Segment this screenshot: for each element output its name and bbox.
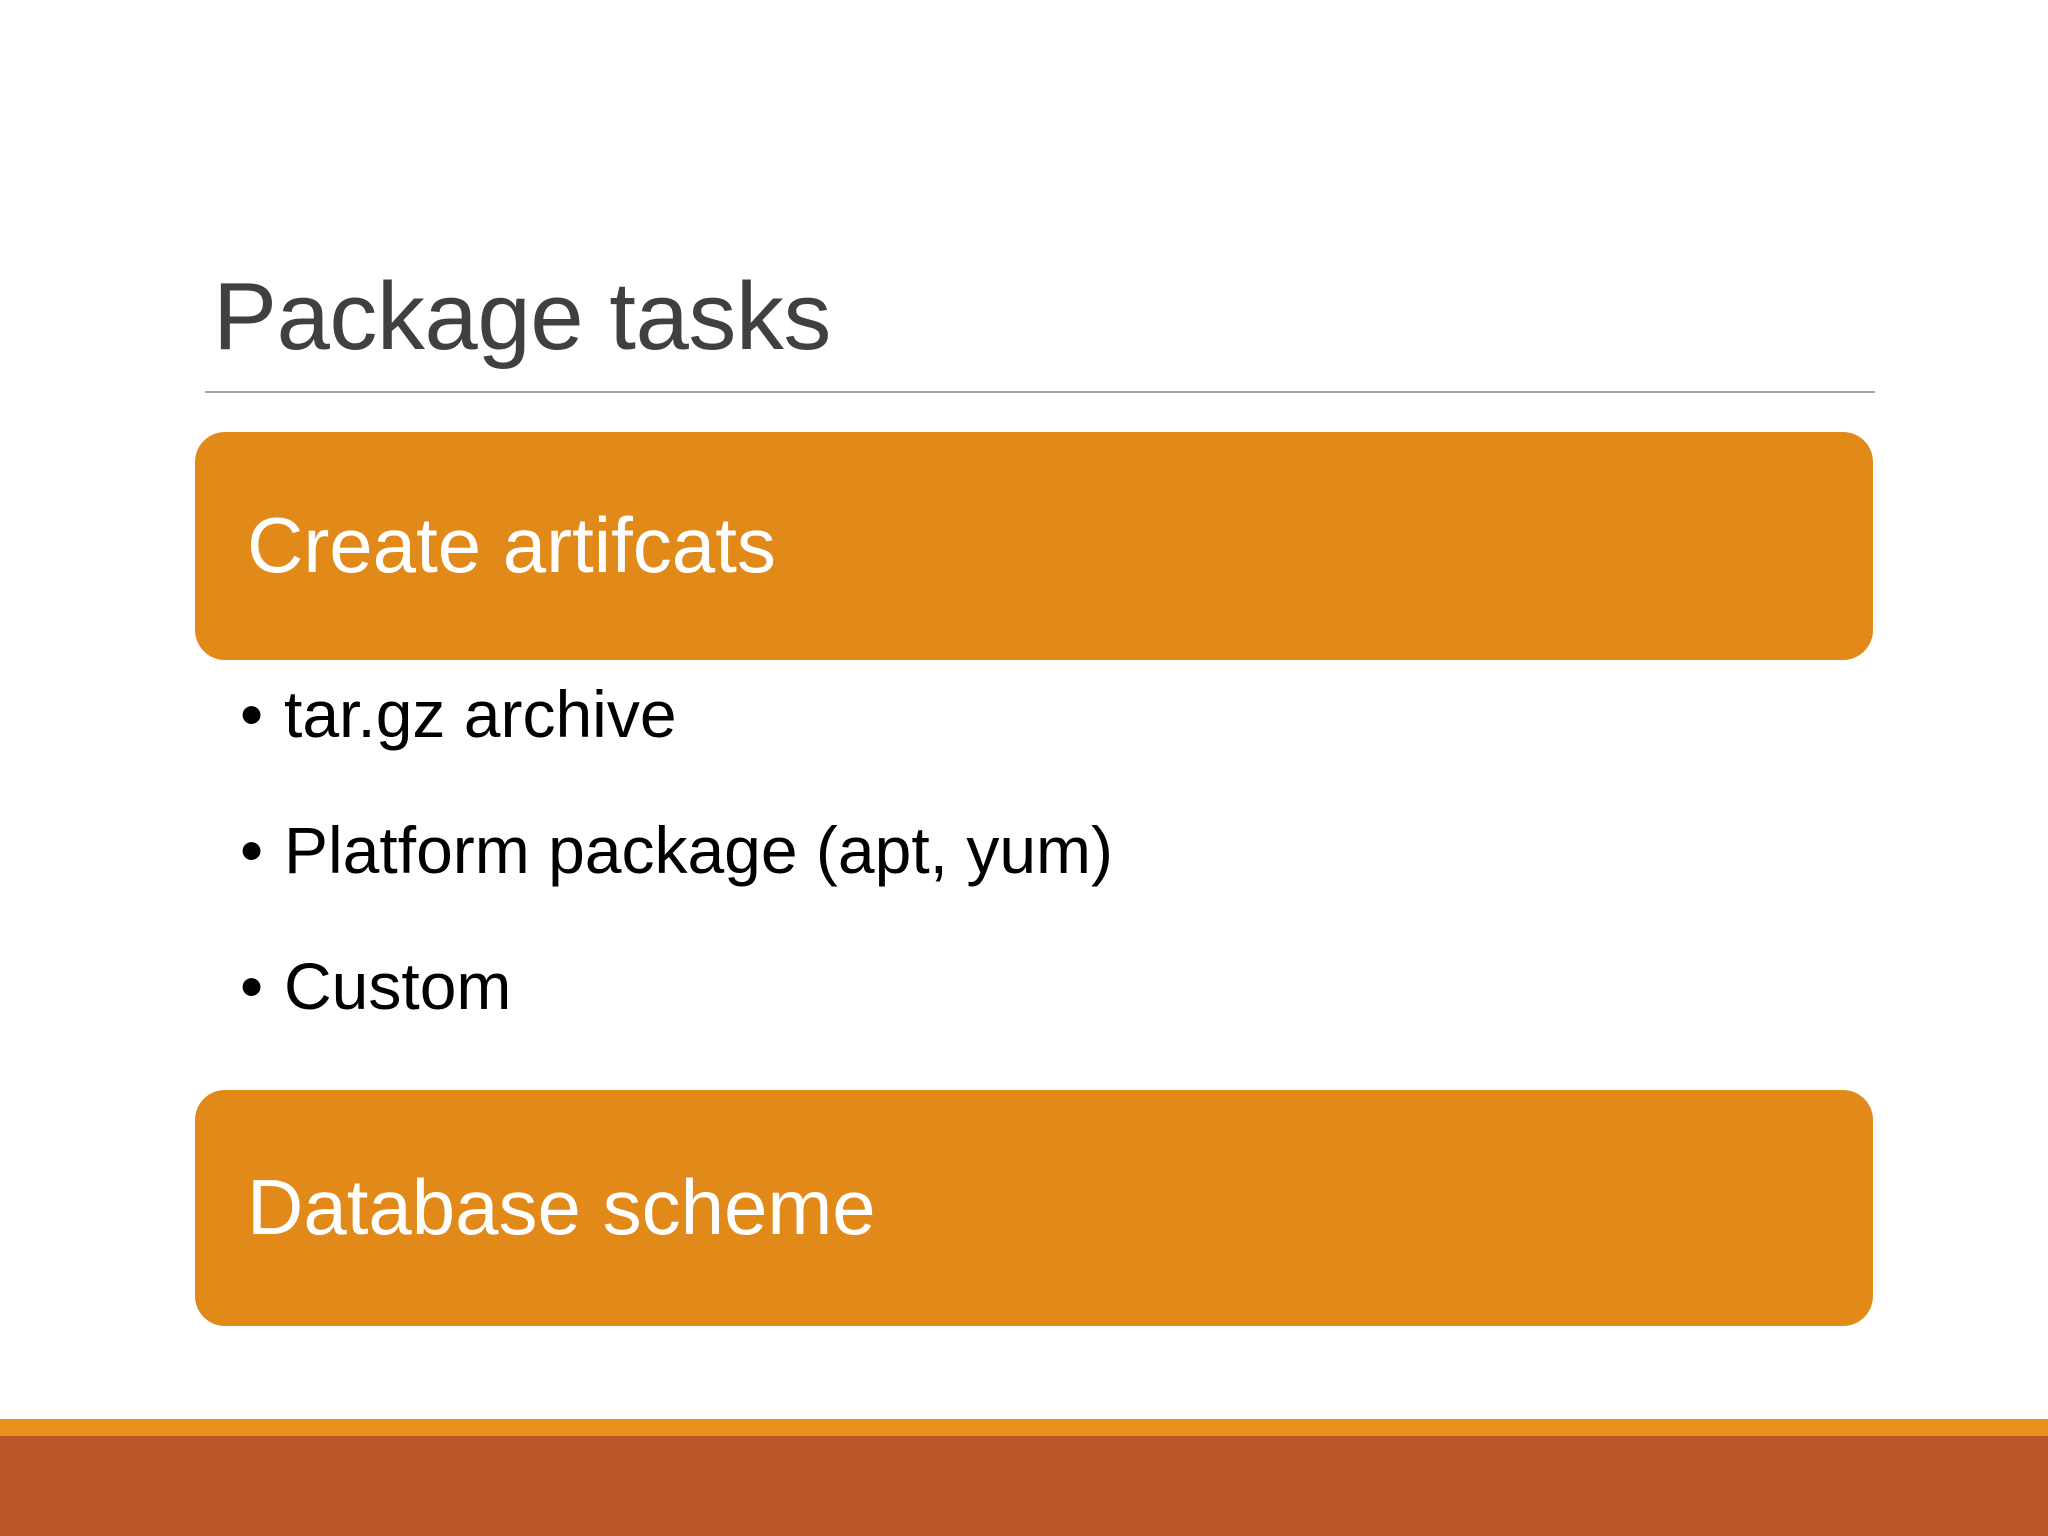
bullet-dot-icon: • — [240, 677, 264, 751]
bullet-list: • tar.gz archive • Platform package (apt… — [240, 676, 1840, 1084]
banner-label: Database scheme — [247, 1163, 876, 1252]
list-item-label: tar.gz archive — [284, 677, 677, 751]
list-item-label: Custom — [284, 949, 512, 1023]
bullet-dot-icon: • — [240, 813, 264, 887]
list-item: • tar.gz archive — [240, 676, 1840, 812]
banner-database-scheme: Database scheme — [195, 1090, 1873, 1326]
list-item: • Platform package (apt, yum) — [240, 812, 1840, 948]
title-block: Package tasks — [205, 168, 1875, 393]
list-item-label: Platform package (apt, yum) — [284, 813, 1113, 887]
banner-create-artifcats: Create artifcats — [195, 432, 1873, 660]
footer-accent-stripe — [0, 1419, 2048, 1436]
footer-band: 40 — [0, 1436, 2048, 1536]
banner-label: Create artifcats — [247, 501, 776, 590]
bullet-dot-icon: • — [240, 949, 264, 1023]
title-divider — [205, 391, 1875, 393]
list-item: • Custom — [240, 948, 1840, 1084]
page-title: Package tasks — [213, 263, 831, 370]
